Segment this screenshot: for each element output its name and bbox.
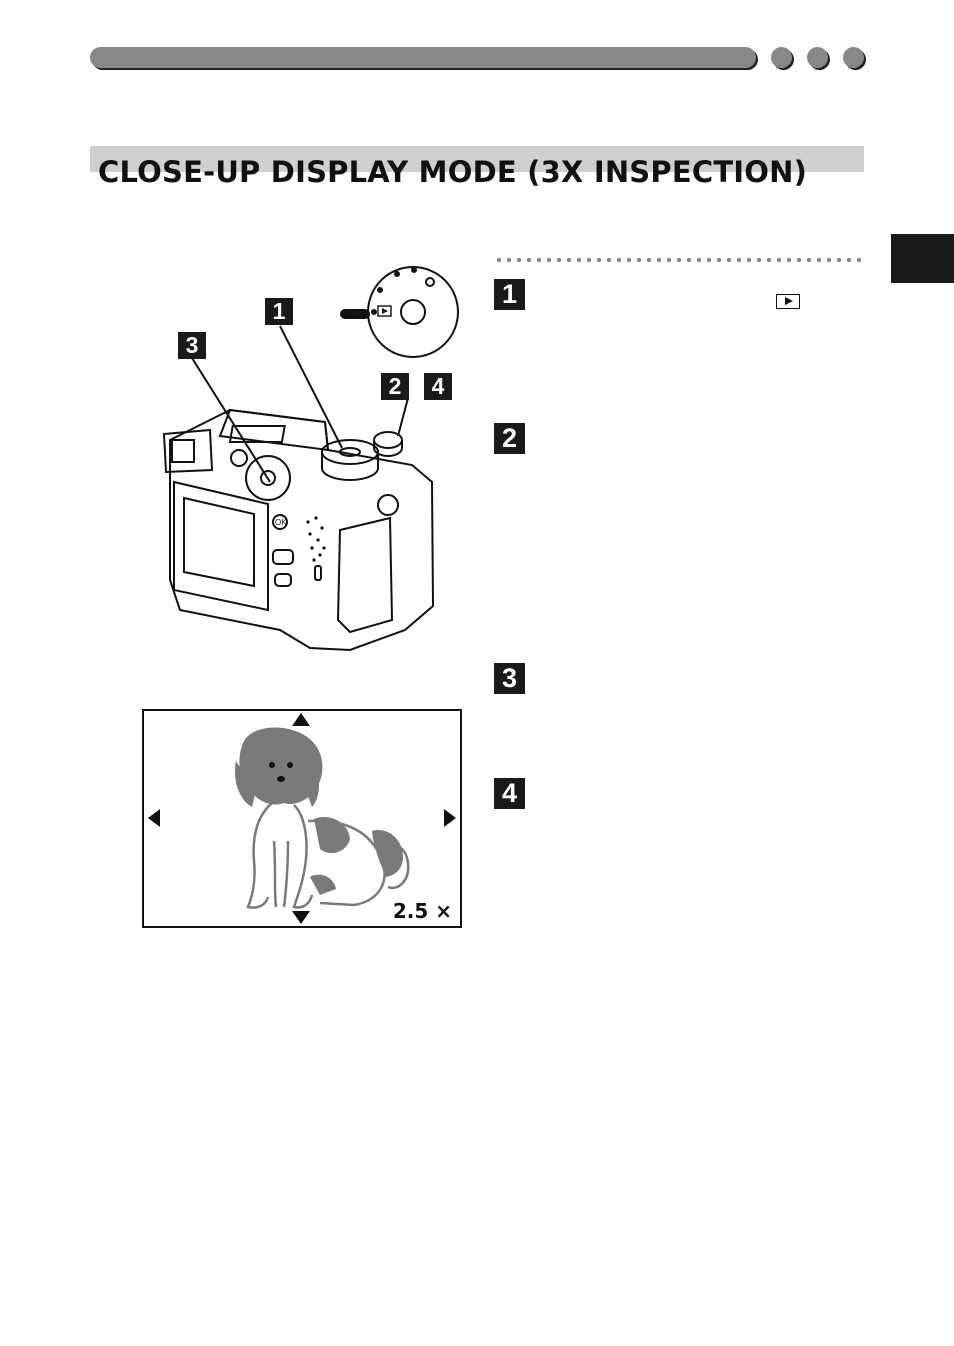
step-number-1: 1 <box>494 279 525 310</box>
arrow-down-icon <box>292 911 310 924</box>
callout-2: 2 <box>381 373 409 400</box>
step-number-4: 4 <box>494 778 525 809</box>
header-dot <box>843 47 864 68</box>
step-number-3: 3 <box>494 663 525 694</box>
header-dot <box>771 47 792 68</box>
arrow-pad <box>245 455 291 501</box>
mode-dial <box>367 266 459 358</box>
lcd-monitor-view: 2.5 × <box>142 709 462 928</box>
arrow-left-icon <box>148 809 160 827</box>
title-band <box>90 146 864 172</box>
header-bar <box>90 47 756 68</box>
arrow-right-icon <box>444 809 456 827</box>
page-title: CLOSE-UP DISPLAY MODE (3X INSPECTION) <box>98 155 808 189</box>
step-number-2: 2 <box>494 423 525 454</box>
dog-photo <box>148 713 456 924</box>
callout-4: 4 <box>424 373 452 400</box>
header-dot <box>807 47 828 68</box>
callout-3: 3 <box>178 332 206 359</box>
section-tab <box>891 234 954 283</box>
dotted-divider <box>494 257 864 263</box>
arrow-up-icon <box>292 713 310 726</box>
camera-illustration: OK <box>162 266 459 652</box>
zoom-level-label: 2.5 × <box>392 899 452 923</box>
callout-1: 1 <box>265 298 293 325</box>
playback-icon <box>776 294 800 309</box>
svg-text:OK: OK <box>275 518 287 527</box>
